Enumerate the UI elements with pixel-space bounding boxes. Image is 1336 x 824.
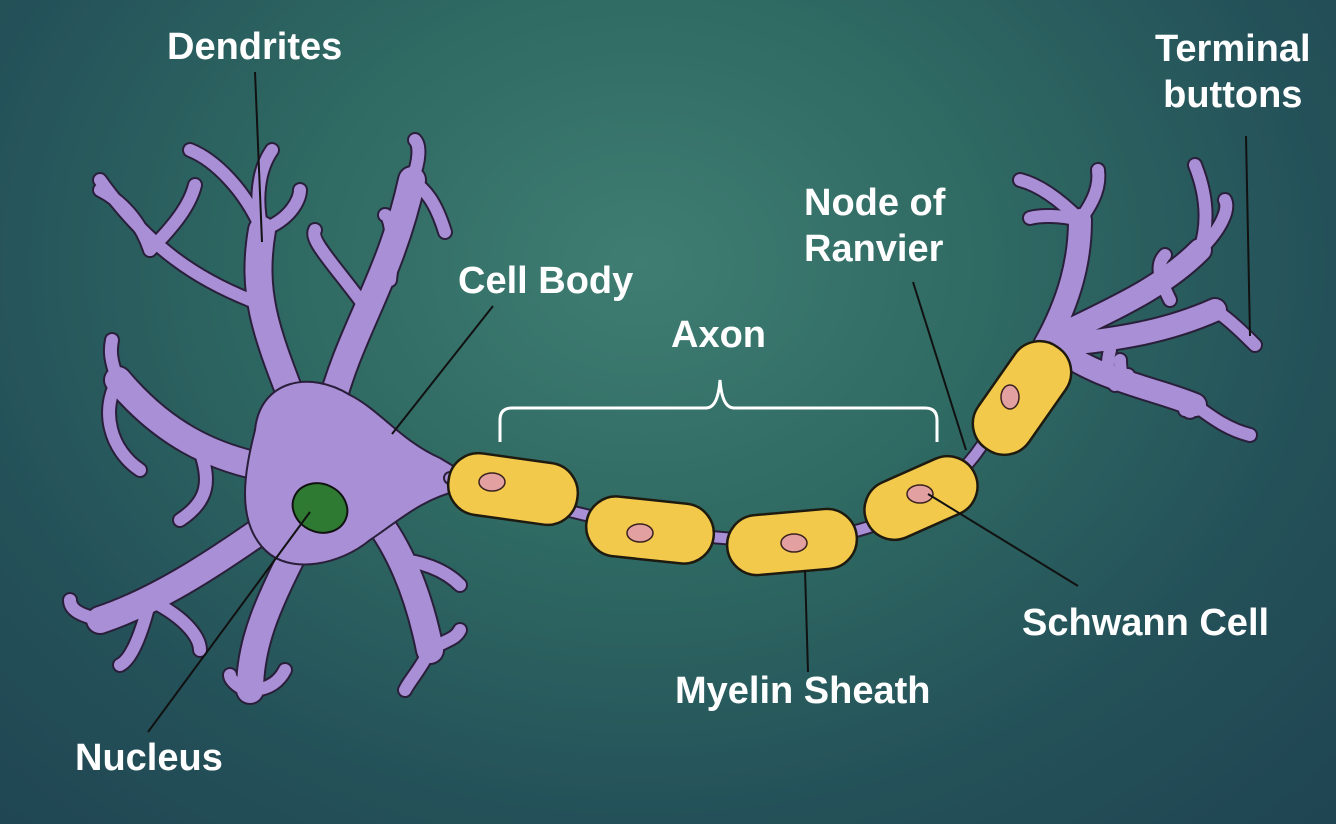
myelin-sheath-label: Myelin Sheath [675, 670, 931, 712]
schwann-cell-segment [584, 495, 716, 565]
axon-label: Axon [671, 314, 766, 356]
leader-cell-body [391, 305, 494, 435]
node-of-ranvier-label: Node of Ranvier [804, 180, 945, 272]
terminal-buttons [1012, 157, 1263, 443]
leader-dendrites [254, 71, 263, 243]
schwann-cell-segment [971, 339, 1073, 457]
leader-terminal-buttons [1245, 135, 1251, 337]
schwann-cell-segment [725, 507, 859, 577]
myelin-sheath [446, 339, 1073, 577]
node-of-ranvier-label-line2: Ranvier [804, 228, 944, 270]
nucleus-label: Nucleus [75, 737, 223, 779]
terminal-buttons-label-line2: buttons [1163, 74, 1303, 116]
terminal-buttons-label-line1: Terminal [1155, 28, 1311, 70]
leader-nucleus [147, 511, 311, 733]
nucleus-shape [291, 482, 349, 534]
leader-node-of-ranvier [912, 281, 967, 451]
dendrites-label: Dendrites [167, 26, 343, 68]
schwann-cell-label: Schwann Cell [1022, 602, 1270, 644]
leader-schwann-cell [927, 493, 1079, 587]
schwann-cell-segment [446, 451, 580, 527]
axon-bracket [498, 379, 939, 442]
cell-body-label: Cell Body [458, 260, 634, 302]
terminal-buttons-label: Terminal buttons [1155, 26, 1311, 118]
cell-body-shape [244, 380, 461, 566]
leader-lines [147, 71, 1251, 733]
node-of-ranvier-label-line1: Node of [804, 182, 946, 224]
schwann-cell-segment [863, 454, 979, 542]
leader-myelin-sheath [804, 569, 809, 673]
